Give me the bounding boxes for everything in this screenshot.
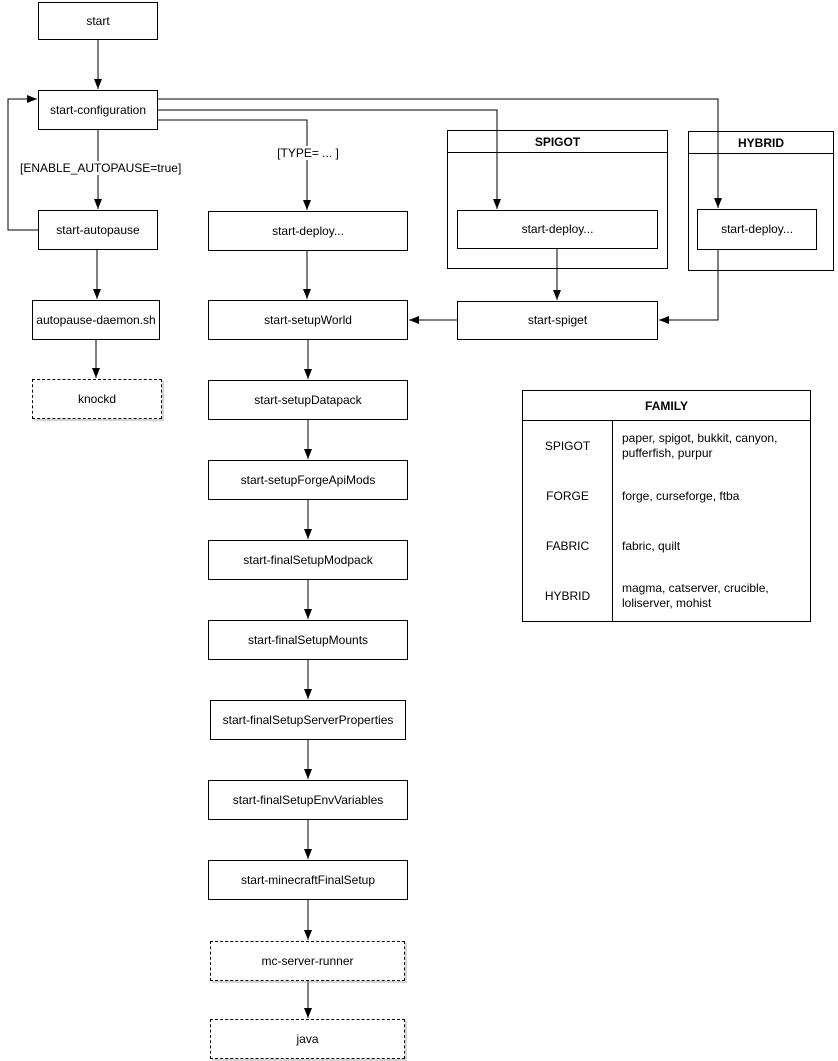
node-start-finalsetupenvvariables: start-finalSetupEnvVariables	[208, 780, 408, 820]
node-start-deploy-main: start-deploy...	[208, 211, 408, 251]
table-row: FABRIC fabric, quilt	[523, 521, 810, 571]
table-row: SPIGOT paper, spigot, bukkit, canyon, pu…	[523, 421, 810, 471]
container-spigot-title: SPIGOT	[448, 131, 667, 153]
node-mc-server-runner: mc-server-runner	[210, 941, 405, 981]
family-table-title: FAMILY	[523, 391, 810, 421]
edge-label-type: [TYPE= ... ]	[275, 146, 341, 160]
table-row: HYBRID magma, catserver, crucible, lolis…	[523, 571, 810, 621]
node-autopause-daemon: autopause-daemon.sh	[32, 300, 160, 340]
node-start-finalsetupmodpack: start-finalSetupModpack	[208, 540, 408, 580]
node-start-setupdatapack: start-setupDatapack	[208, 380, 408, 420]
node-start-deploy-hybrid: start-deploy...	[697, 209, 817, 250]
edge-hybrid-deploy-to-spiget	[659, 250, 719, 324]
family-servers-cell: paper, spigot, bukkit, canyon, pufferfis…	[622, 431, 778, 460]
family-table: FAMILY SPIGOT paper, spigot, bukkit, can…	[522, 390, 811, 622]
family-servers-cell: magma, catserver, crucible, loliserver, …	[622, 581, 769, 610]
node-start-finalsetupserverproperties: start-finalSetupServerProperties	[210, 700, 406, 740]
family-servers-cell: forge, curseforge, ftba	[622, 488, 740, 503]
edge-configuration-to-spigot-deploy	[158, 109, 501, 209]
family-name-cell: FORGE	[523, 471, 613, 521]
node-start: start	[38, 2, 158, 40]
node-start-deploy-spigot: start-deploy...	[457, 210, 658, 249]
edge-autopause-loop-to-configuration	[7, 95, 38, 231]
node-start-setupforgeapimods: start-setupForgeApiMods	[208, 460, 408, 500]
node-start-setupworld: start-setupWorld	[208, 300, 408, 340]
node-start-configuration: start-configuration	[38, 90, 158, 130]
family-servers-cell: fabric, quilt	[622, 538, 681, 553]
family-name-cell: HYBRID	[523, 571, 613, 621]
family-name-cell: SPIGOT	[523, 421, 613, 471]
family-table-body: SPIGOT paper, spigot, bukkit, canyon, pu…	[523, 421, 810, 621]
node-knockd: knockd	[32, 379, 162, 419]
node-start-spiget: start-spiget	[457, 301, 658, 340]
node-start-minecraftfinalsetup: start-minecraftFinalSetup	[208, 860, 408, 900]
edge-label-enable-autopause: [ENABLE_AUTOPAUSE=true]	[18, 161, 184, 175]
container-hybrid-title: HYBRID	[689, 132, 833, 154]
edge-configuration-to-hybrid-deploy	[158, 98, 722, 208]
node-start-autopause: start-autopause	[38, 210, 158, 250]
edge-configuration-to-main-deploy	[158, 119, 311, 210]
table-row: FORGE forge, curseforge, ftba	[523, 471, 810, 521]
node-java: java	[210, 1019, 405, 1059]
container-hybrid: HYBRID	[688, 131, 834, 271]
family-name-cell: FABRIC	[523, 521, 613, 571]
node-start-finalsetupmounts: start-finalSetupMounts	[208, 620, 408, 660]
